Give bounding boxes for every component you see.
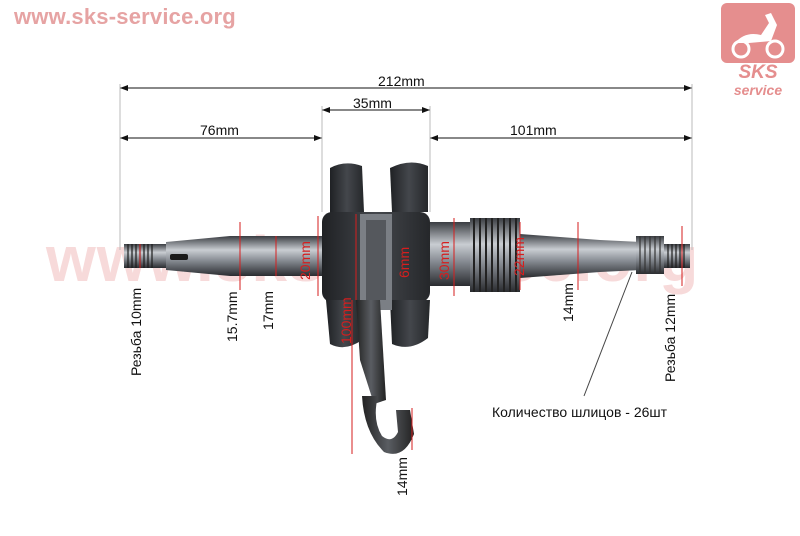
sks-logo: SKS service — [721, 3, 795, 99]
dim-small-end: 14mm — [394, 457, 410, 496]
scooter-logo-icon — [721, 3, 795, 63]
right-shaft — [430, 218, 690, 292]
dim-left-shaft-dia-2: 17mm — [260, 291, 276, 330]
dim-right-length: 101mm — [510, 122, 557, 138]
connecting-rod — [356, 300, 414, 454]
dim-rod-length: 100mm — [338, 297, 354, 344]
dim-left-thread: Резьба 10mm — [128, 287, 144, 376]
dimension-arrows — [120, 85, 692, 141]
left-shaft — [124, 236, 322, 276]
dim-center-width: 35mm — [353, 95, 392, 111]
dimension-lines — [119, 84, 693, 397]
logo-text-service: service — [733, 82, 783, 98]
spline-count-note: Количество шлицов - 26шт — [492, 404, 668, 420]
dim-left-shaft-dia-1: 15.7mm — [224, 291, 240, 342]
dim-right-thread: Резьба 12mm — [662, 293, 678, 382]
crank-webs — [322, 162, 430, 348]
dim-total-length: 212mm — [378, 73, 425, 89]
dim-crankpin: 6mm — [396, 246, 412, 278]
dim-left-length: 76mm — [200, 122, 239, 138]
logo-text-sks: SKS — [738, 62, 778, 83]
dim-right-bearing: 30mm — [436, 241, 452, 280]
dim-right-shaft: 22mm — [511, 237, 527, 276]
watermark-url: www.sks-service.org — [14, 4, 236, 29]
dim-right-shaft-small: 14mm — [560, 283, 576, 322]
red-markers — [139, 214, 683, 454]
dim-left-bearing: 20mm — [297, 241, 313, 280]
